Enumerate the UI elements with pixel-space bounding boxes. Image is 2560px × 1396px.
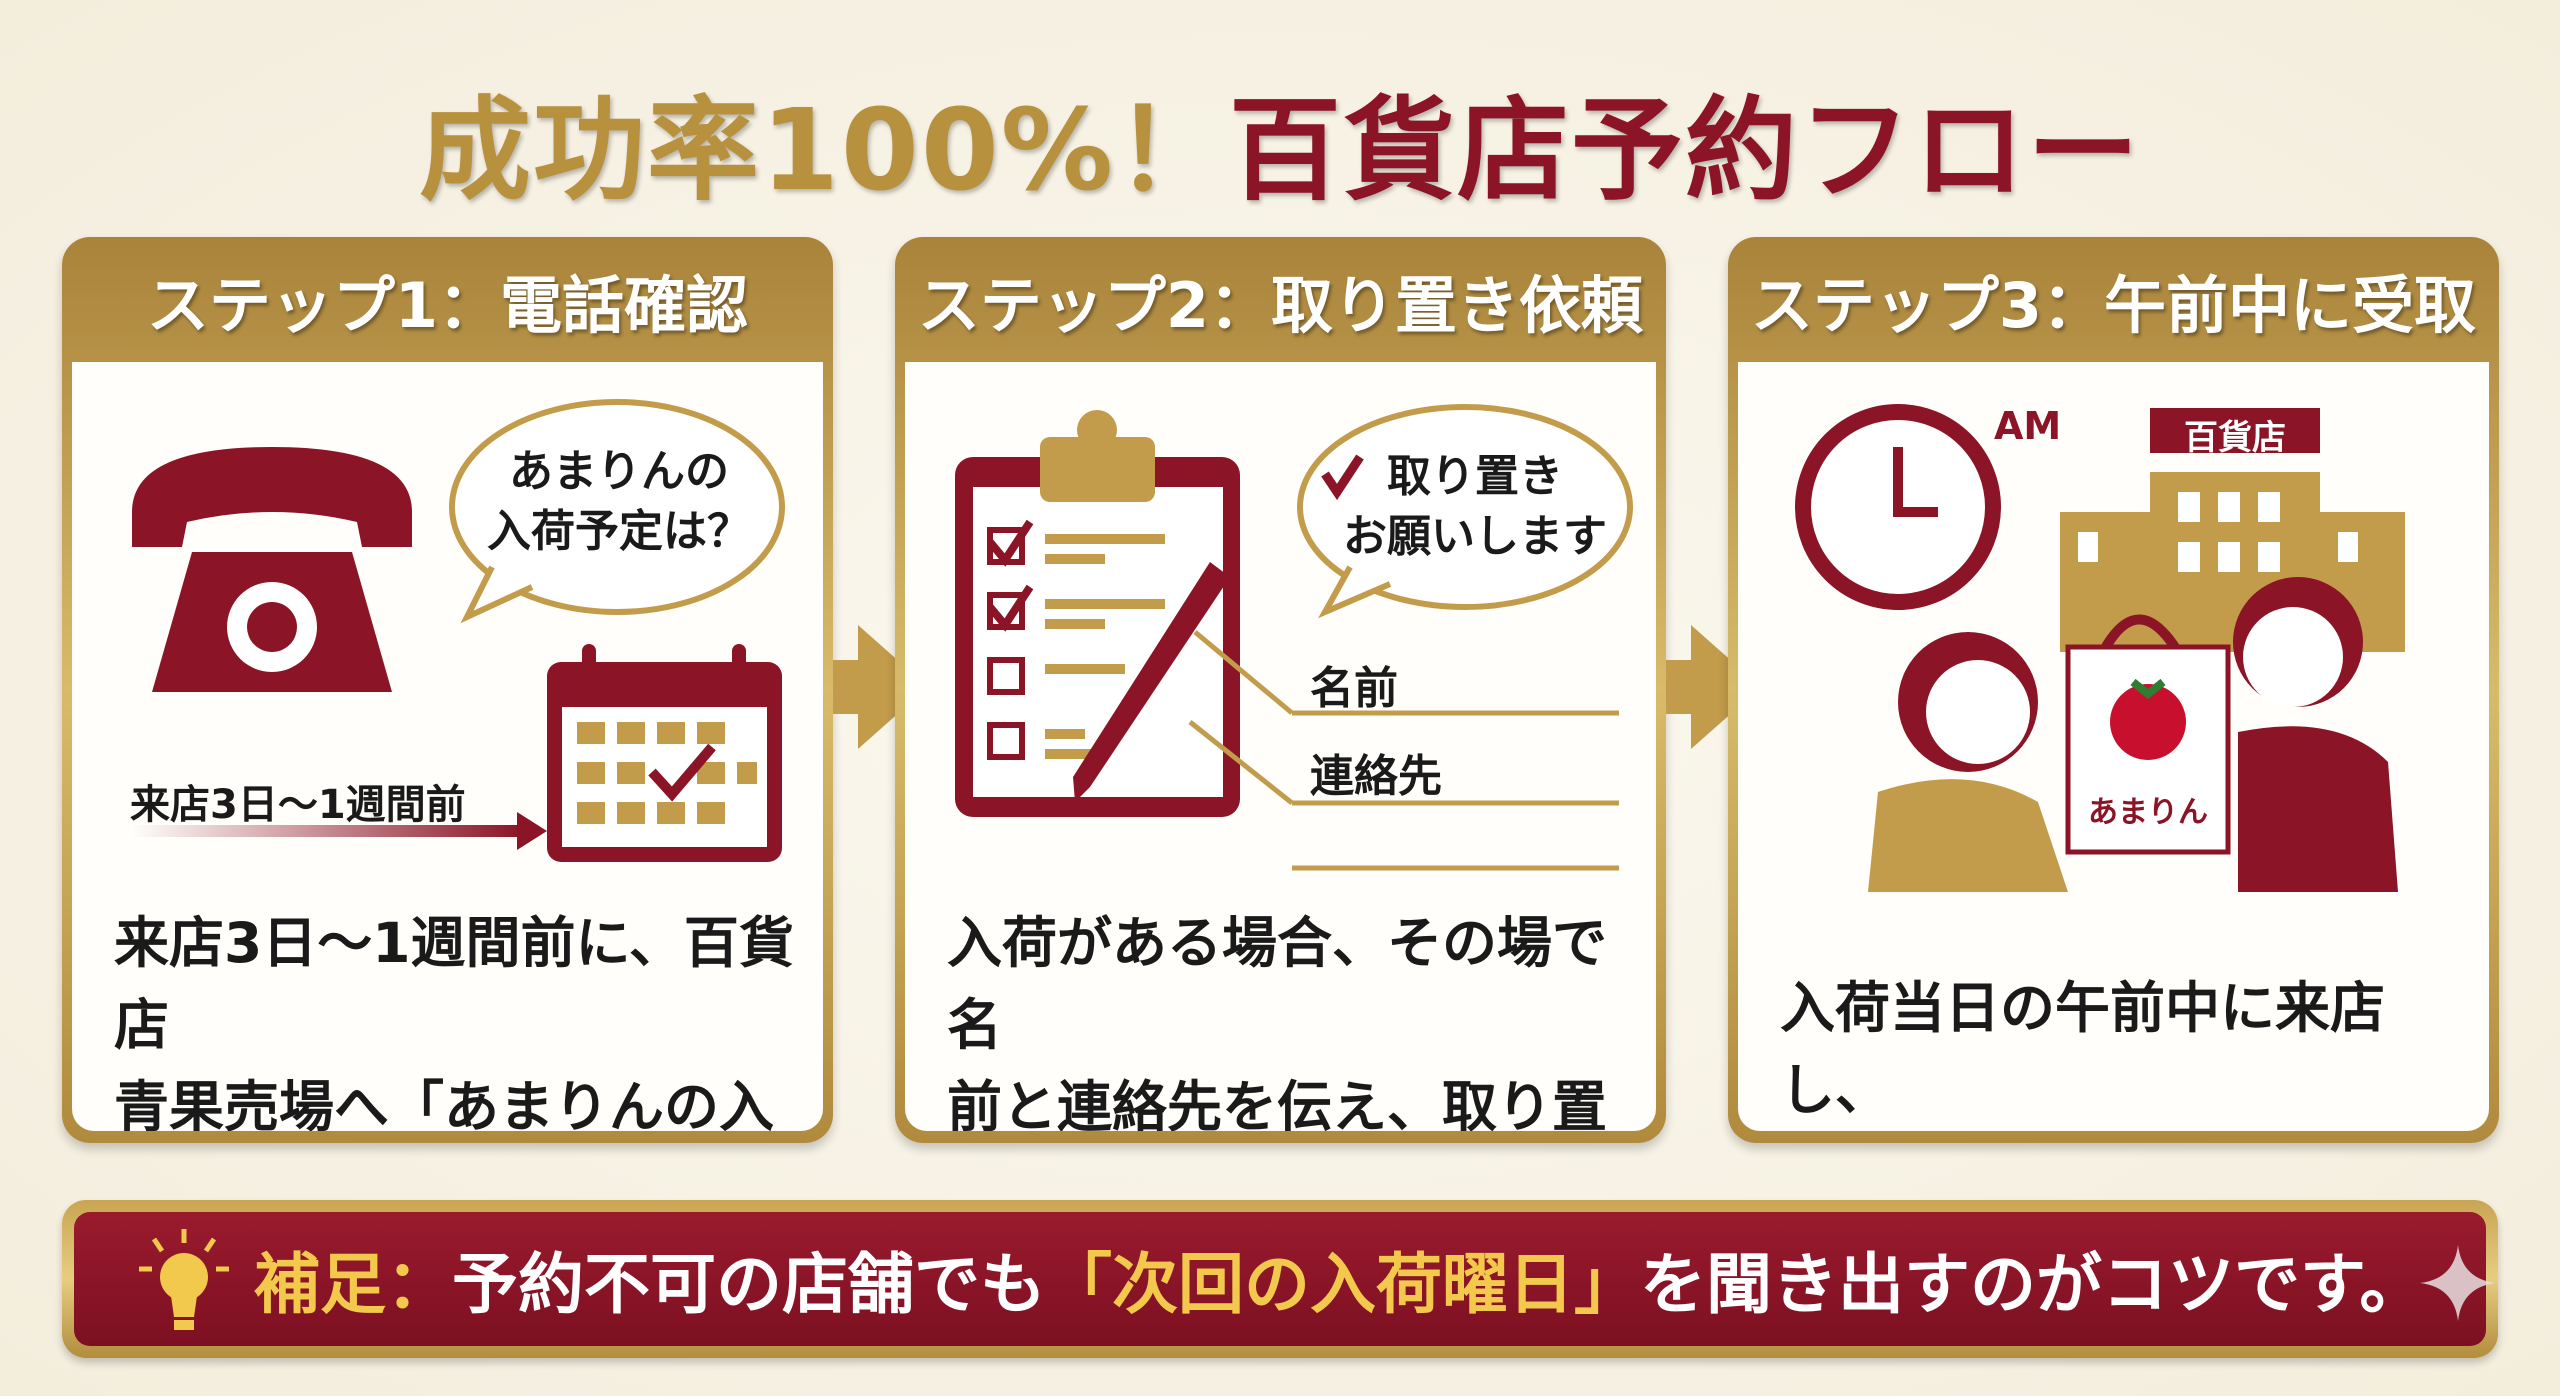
- speech-bubble-icon: [449, 399, 785, 624]
- title-highlight: 成功率100%！: [418, 86, 1229, 216]
- clipboard-illustration: [955, 404, 1633, 871]
- customer-icon: [1868, 632, 2068, 892]
- timing-label: 来店3日〜1週間前: [130, 782, 466, 828]
- tip-highlight: 「次回の入荷曜日」: [1046, 1246, 1640, 1323]
- store-sign: [2150, 408, 2320, 453]
- telephone-icon: [132, 447, 412, 692]
- step-3-description: 入荷当日の午前中に来店し、 鮮度抜群の状態で受け取る。: [1780, 976, 2386, 1122]
- step-2-description: 入荷がある場合、その場で名 前と連絡先を伝え、取り置き を依頼する。: [947, 911, 1608, 1131]
- speech-bubble-text: 取り置き お願いします: [1343, 451, 1607, 562]
- speech-bubble-text: あまりんの 入荷予定は？: [487, 446, 751, 557]
- department-store-building-icon: [2060, 472, 2405, 652]
- sparkle-icon: [2420, 1245, 2496, 1321]
- speech-bubble-icon: [1297, 404, 1633, 619]
- name-field-label: 名前: [1310, 663, 1398, 714]
- tip-label: 補足：: [254, 1246, 452, 1323]
- title-main: 百貨店予約フロー: [1229, 86, 2141, 216]
- step-1-card: ステップ1：電話確認 あまりんの 入荷予定は？ 来店3日〜1週間前 来店3日〜1…: [62, 237, 833, 1143]
- tip-banner: 補足： 予約不可の店舗でも 「次回の入荷曜日」 を聞き出すのがコツです。: [62, 1200, 2498, 1358]
- phone-calendar-illustration: [132, 399, 785, 862]
- arrow-right-icon: [132, 812, 547, 850]
- contact-field-label: 連絡先: [1310, 751, 1442, 802]
- step-3-header: ステップ3：午前中に受取: [1750, 268, 2477, 342]
- lightbulb-icon: [139, 1229, 229, 1330]
- pickup-illustration: [1795, 404, 2405, 892]
- tip-text-1: 予約不可の店舗でも: [452, 1246, 1046, 1323]
- pen-icon: [1073, 562, 1230, 802]
- step-3-card: ステップ3：午前中に受取 AM 百貨店 あまりん 入荷当日の午前中に来店し、 鮮…: [1728, 237, 2499, 1143]
- bag-label: あまりん: [2088, 795, 2208, 830]
- clock-icon: [1795, 404, 2001, 610]
- page-title: 成功率100%！百貨店予約フロー: [0, 60, 2560, 222]
- check-icon: [1321, 454, 1364, 501]
- am-label: AM: [1994, 404, 2062, 448]
- tip-text-2: を聞き出すのがコツです。: [1640, 1246, 2426, 1323]
- shopping-bag-icon: [2065, 614, 2231, 855]
- step-2-header: ステップ2：取り置き依頼: [917, 268, 1644, 342]
- calendar-icon: [547, 644, 782, 862]
- store-sign-text: 百貨店: [2184, 418, 2286, 458]
- strawberry-icon: [2110, 684, 2186, 760]
- clerk-icon: [2233, 577, 2398, 892]
- step-1-header: ステップ1：電話確認: [146, 268, 749, 342]
- step-2-card: ステップ2：取り置き依頼 取り置き お願いします 名前 連絡先 入荷がある場合、…: [895, 237, 1666, 1143]
